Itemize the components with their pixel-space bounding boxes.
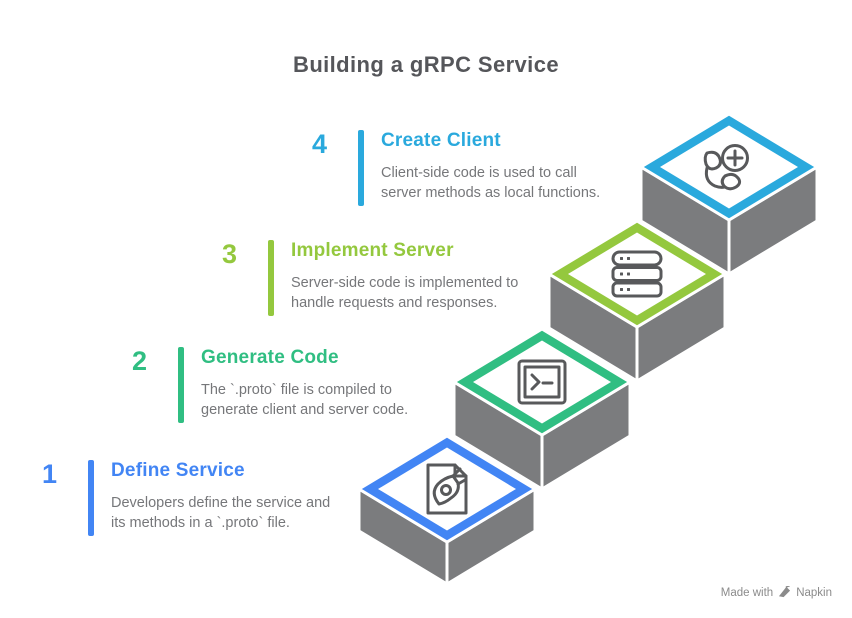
step-description: Server-side code is implemented to handl… <box>291 275 519 311</box>
platform-top <box>568 232 706 316</box>
step-title: Define Service <box>111 460 245 481</box>
watermark: Made with Napkin <box>720 585 832 599</box>
step-number: 4 <box>311 129 327 159</box>
page-title: Building a gRPC Service <box>293 52 559 77</box>
step-4-label-block: 4 Create Client Client-side code is used… <box>283 128 646 206</box>
platform-top <box>378 447 516 531</box>
step-number: 2 <box>131 346 147 376</box>
step-title: Create Client <box>381 130 501 151</box>
database-icon <box>611 250 663 298</box>
step-3-platform <box>547 219 727 383</box>
step-2-platform <box>452 327 632 491</box>
step-description: Client-side code is used to call server … <box>381 165 601 201</box>
watermark-prefix: Made with <box>720 586 774 599</box>
phone-add-icon <box>703 144 749 191</box>
step-number: 3 <box>221 239 237 269</box>
step-1-platform <box>357 434 537 586</box>
step-description: Developers define the service and its me… <box>111 495 331 531</box>
step-4-platform <box>639 112 819 276</box>
platform-top <box>660 125 798 209</box>
step-accent-bar <box>178 347 184 423</box>
watermark-brand: Napkin <box>796 586 832 599</box>
file-pen-icon <box>426 463 468 515</box>
step-2-label-block: 2 Generate Code The `.proto` file is com… <box>103 345 466 423</box>
step-description: The `.proto` file is compiled to generat… <box>201 382 409 418</box>
terminal-icon <box>517 359 567 405</box>
step-title: Generate Code <box>201 347 339 368</box>
step-3-label-block: 3 Implement Server Server-side code is i… <box>193 238 556 316</box>
step-accent-bar <box>88 460 94 536</box>
step-1-label-block: 1 Define Service Developers define the s… <box>13 458 376 536</box>
step-accent-bar <box>268 240 274 316</box>
step-number: 1 <box>41 459 57 489</box>
napkin-logo-icon <box>778 585 791 599</box>
step-accent-bar <box>358 130 364 206</box>
step-title: Implement Server <box>291 240 454 261</box>
